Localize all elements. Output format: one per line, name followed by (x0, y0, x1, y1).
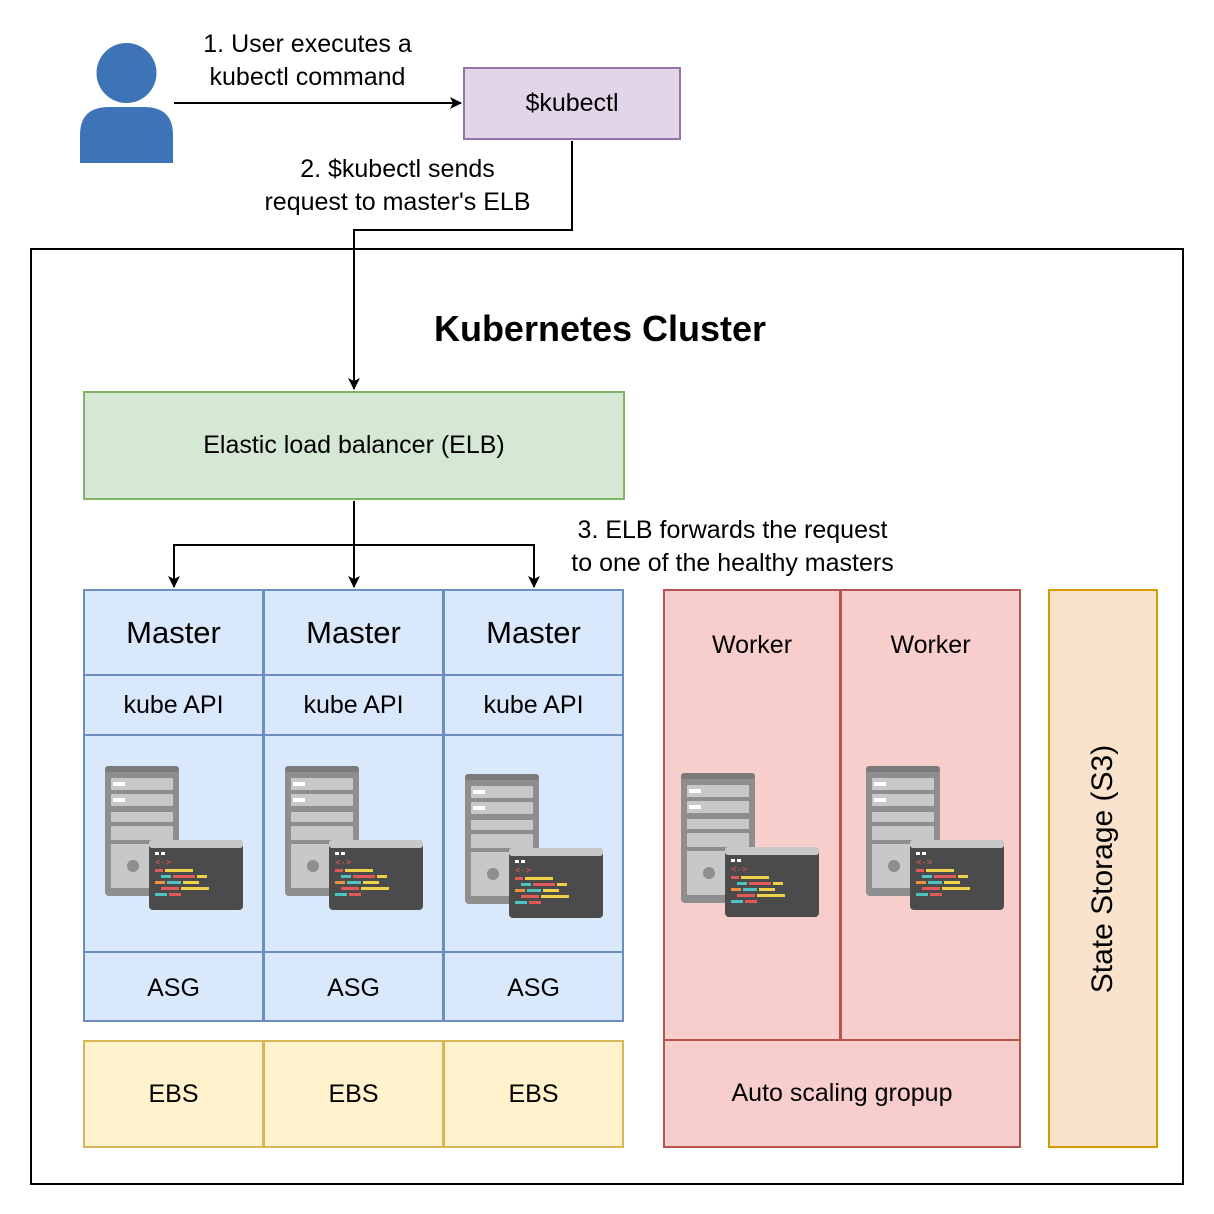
step2-line2: request to master's ELB (264, 188, 531, 216)
server-slot: <-> (445, 736, 622, 953)
master-title: Master (85, 591, 262, 676)
svg-text:<->: <-> (731, 865, 748, 875)
server-terminal-icon: <-> (103, 766, 245, 919)
server-slot: <-> (265, 736, 442, 953)
worker-label: Worker (711, 631, 793, 659)
svg-text:<->: <-> (155, 858, 172, 868)
step1-label: 1. User executes a kubectl command (180, 28, 435, 94)
master-column-1: Master kube API <-> ASG (83, 589, 264, 1022)
kube-api-label: kube API (85, 676, 262, 736)
elb-box: Elastic load balancer (ELB) (83, 391, 625, 500)
server-terminal-icon: <-> (679, 773, 821, 928)
server-terminal-icon: <-> (864, 766, 1006, 921)
kube-api-label: kube API (265, 676, 442, 736)
worker-column-2: Worker <-> (840, 589, 1021, 1041)
cluster-title: Kubernetes Cluster (433, 308, 767, 349)
server-slot: <-> (85, 736, 262, 953)
user-icon (79, 43, 174, 163)
step3-line2: to one of the healthy masters (571, 549, 894, 577)
ebs-box-2: EBS (263, 1040, 444, 1148)
kubectl-box: $kubectl (463, 67, 681, 140)
step2-line1: 2. $kubectl sends (300, 155, 495, 183)
worker-asg-box: Auto scaling gropup (663, 1039, 1021, 1148)
svg-text:<->: <-> (515, 866, 532, 876)
master-title: Master (265, 591, 442, 676)
step1-line2: kubectl command (209, 63, 406, 91)
svg-text:<->: <-> (335, 858, 352, 868)
step3-label: 3. ELB forwards the request to one of th… (545, 514, 920, 580)
master-column-3: Master kube API <-> ASG (443, 589, 624, 1022)
step3-line1: 3. ELB forwards the request (577, 516, 888, 544)
master-column-2: Master kube API <-> ASG (263, 589, 444, 1022)
kube-api-label: kube API (445, 676, 622, 736)
server-terminal-icon: <-> (283, 766, 425, 919)
state-storage-box: State Storage (S3) (1048, 589, 1158, 1148)
asg-label: ASG (147, 974, 200, 1002)
server-terminal-icon: <-> (463, 774, 605, 927)
step1-line1: 1. User executes a (203, 30, 412, 58)
step2-label: 2. $kubectl sends request to master's EL… (240, 153, 555, 219)
asg-label: ASG (507, 974, 560, 1002)
svg-text:<->: <-> (916, 858, 933, 868)
master-title: Master (445, 591, 622, 676)
asg-label: ASG (327, 974, 380, 1002)
ebs-box-1: EBS (83, 1040, 264, 1148)
worker-label: Worker (890, 631, 971, 659)
worker-column-1: Worker <-> (663, 589, 841, 1041)
state-storage-label: State Storage (S3) (1086, 744, 1119, 993)
ebs-box-3: EBS (443, 1040, 624, 1148)
